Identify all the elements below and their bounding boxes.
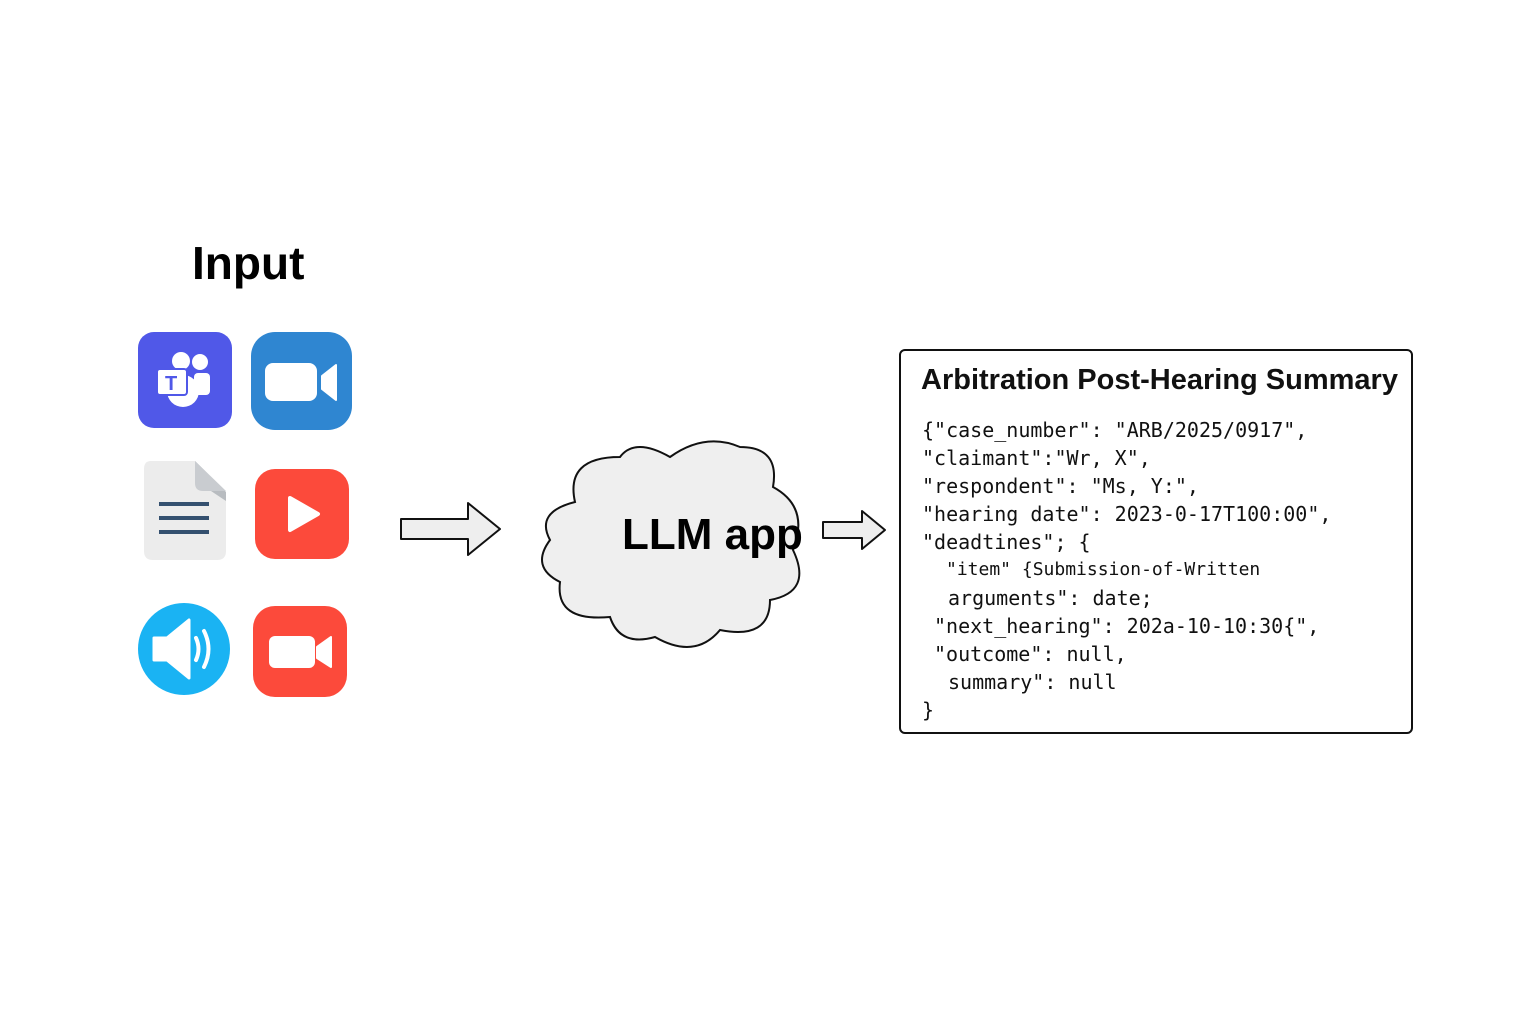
llm-cloud-shape <box>541 440 801 648</box>
teams-icon: T <box>138 332 232 428</box>
arrow-right-icon <box>400 502 501 556</box>
code-line: "deadtines"; { <box>922 530 1091 554</box>
audio-speaker-icon <box>138 603 230 695</box>
arrow-right-icon <box>822 510 886 550</box>
code-line: "item" {Submission-of-Written <box>946 559 1261 580</box>
zoom-icon <box>251 332 352 430</box>
code-line: "claimant":"Wr, X", <box>922 446 1151 470</box>
code-line: arguments": date; <box>948 586 1153 610</box>
code-line: } <box>922 698 935 722</box>
output-summary-box <box>899 349 1413 734</box>
document-icon <box>144 461 226 560</box>
code-line: "hearing date": 2023-0-17T100:00", <box>922 502 1332 526</box>
input-title: Input <box>192 237 305 289</box>
llm-app-label: LLM app <box>622 510 803 559</box>
video-play-icon <box>255 469 349 559</box>
video-camera-icon <box>253 606 347 697</box>
svg-text:T: T <box>165 373 177 395</box>
code-line: "next_hearing": 202a-10-10:30{", <box>934 614 1320 638</box>
code-line: "respondent": "Ms, Y:", <box>922 474 1199 498</box>
output-title: Arbitration Post-Hearing Summary <box>921 364 1398 396</box>
code-line: summary": null <box>948 670 1117 694</box>
code-line: {"case_number": "ARB/2025/0917", <box>922 418 1308 442</box>
code-line: "outcome": null, <box>934 642 1127 666</box>
